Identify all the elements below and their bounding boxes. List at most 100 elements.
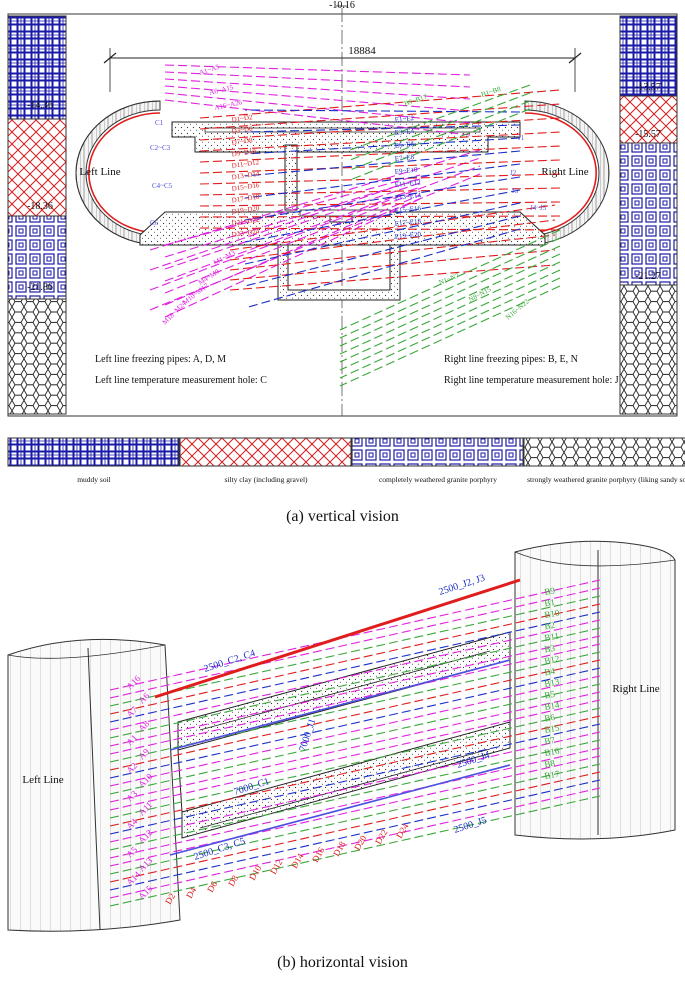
pipe-label-red: D7~D8	[231, 136, 253, 147]
legend-label: completely weathered granite porphyry	[379, 475, 497, 484]
freezing-pipe	[244, 124, 521, 133]
freezing-pipe	[244, 137, 521, 155]
pipe-label-red: D17~D18	[231, 193, 260, 205]
passage-plan-structure	[177, 631, 511, 839]
plan-freezing-pipe	[109, 635, 601, 747]
pipe-label-magenta: M18~M24	[161, 299, 188, 326]
plan-b-label: B5	[544, 689, 557, 701]
plan-d-label: D22	[373, 828, 389, 846]
freezing-pipe	[199, 159, 561, 174]
caption-horizontal: (b) horizontal vision	[277, 954, 408, 971]
right-borehole-column	[619, 15, 678, 415]
left-freezing-note: Left line freezing pipes: A, D, M	[95, 354, 226, 365]
plan-d-label: D10	[247, 863, 264, 882]
pipe-label-red: D1~D2	[231, 113, 253, 124]
plan-freezing-pipe	[109, 747, 601, 859]
left-elevation: -18.36	[27, 201, 53, 212]
legend-swatch	[351, 437, 524, 467]
pipe-label-green: N8~N15	[467, 285, 493, 304]
plan-freezing-pipe	[109, 627, 601, 739]
plan-freezing-pipe	[109, 683, 601, 795]
freezing-pipe	[339, 253, 561, 355]
freezing-pipe	[339, 261, 561, 363]
freezing-pipe	[199, 201, 561, 207]
freezing-pipe	[149, 165, 481, 291]
freezing-pipe	[199, 89, 561, 119]
temp-hole-label: C4~C5	[152, 182, 173, 190]
plan-b-label: B12	[544, 654, 561, 666]
pipe-label-red: D3~D6	[231, 125, 253, 136]
plan-b-label: B17	[544, 768, 561, 781]
freezing-pipe	[244, 189, 521, 243]
plan-b-label: B16	[544, 745, 561, 758]
left-line-plan-label: Left Line	[22, 774, 63, 786]
freezing-pipe	[339, 245, 561, 347]
top-elevation: -10.16	[329, 0, 355, 11]
pipe-label-blue: E3~E4	[394, 127, 415, 137]
freezing-pipe	[349, 108, 531, 181]
pipe-label-red: D19~D20	[231, 204, 260, 216]
freezing-pipe	[164, 198, 421, 318]
left-temperature-note: Left line temperature measurement hole: …	[95, 375, 267, 386]
plan-freezing-pipe	[109, 763, 601, 875]
plan-b-label: B9	[544, 585, 557, 597]
freezing-pipe	[164, 190, 421, 294]
freezing-pipe	[149, 149, 481, 251]
freezing-pipe	[244, 109, 521, 113]
left-borehole-column	[7, 15, 67, 415]
pipe-label-red: D21~D22	[231, 216, 260, 228]
temp-hole-label: J1	[518, 134, 525, 142]
plan-freezing-pipe	[109, 699, 601, 811]
plan-freezing-pipe	[109, 659, 601, 771]
plan-d-label: D8	[226, 873, 240, 888]
pipe-label-red: D9~D10	[231, 147, 257, 158]
freezing-pipe	[199, 145, 561, 163]
left-elevation-labels: -14.36-18.36-21.86	[27, 100, 53, 293]
freezing-pipe	[339, 237, 561, 339]
plan-freezing-pipe	[109, 779, 601, 891]
freezing-pipe	[229, 204, 556, 251]
plan-d-label: D6	[205, 879, 219, 894]
plan-b-label: B7	[544, 735, 557, 747]
freezing-pipe	[199, 173, 561, 185]
plan-d-label: D20	[352, 833, 369, 852]
legend-label: muddy soil	[77, 475, 111, 484]
plan-freezing-pipe	[109, 667, 601, 779]
pipe-label-blue: E19~E20	[394, 230, 422, 241]
freezing-pipe	[199, 131, 561, 152]
freezing-pipe	[339, 285, 561, 387]
legend-swatch	[179, 437, 352, 467]
temp-hole-label: J3	[512, 187, 519, 195]
freezing-pipe	[244, 202, 521, 265]
plan-d-label: D18	[331, 839, 348, 858]
plan-b-label: B3	[544, 643, 557, 655]
plan-freezing-pipe	[109, 595, 601, 707]
plan-temperature-pipe	[169, 659, 511, 751]
plan-freezing-pipe	[109, 675, 601, 787]
freezing-pipe	[339, 229, 561, 331]
horizontal-vision-panel: Left Line Right Line 2500_J2, J32500_C2,…	[7, 540, 676, 932]
plan-d-label: D4	[184, 885, 198, 900]
freezing-pipe	[149, 173, 481, 311]
freezing-pipe	[349, 84, 531, 151]
freezing-pipe	[164, 99, 471, 136]
plan-b-label: B8	[544, 758, 557, 770]
plan-freezing-pipe	[109, 787, 601, 899]
freezing-pipe	[229, 219, 556, 261]
freezing-pipe	[164, 92, 471, 124]
right-elevation: -21.27	[635, 271, 661, 282]
plan-b-label: B4	[544, 666, 557, 678]
left-elevation: -21.86	[27, 282, 53, 293]
plan-temperature-pipe	[169, 764, 511, 856]
pipe-label-blue: E17~E18	[394, 217, 422, 228]
freezing-pipe	[229, 249, 556, 281]
left-tunnel-plan	[7, 638, 181, 932]
vertical-vision-panel: -14.36-18.36-21.86 -13.57-15.57-21.27 -1…	[7, 0, 685, 484]
plan-freezing-pipe	[109, 707, 601, 819]
plan-b-label: B1	[544, 597, 556, 609]
temp-hole-label: C2~C3	[150, 144, 171, 152]
plan-freezing-pipe	[109, 579, 601, 691]
freezing-pipe	[164, 78, 471, 100]
pipe-label-red: D23~D24	[231, 227, 260, 239]
